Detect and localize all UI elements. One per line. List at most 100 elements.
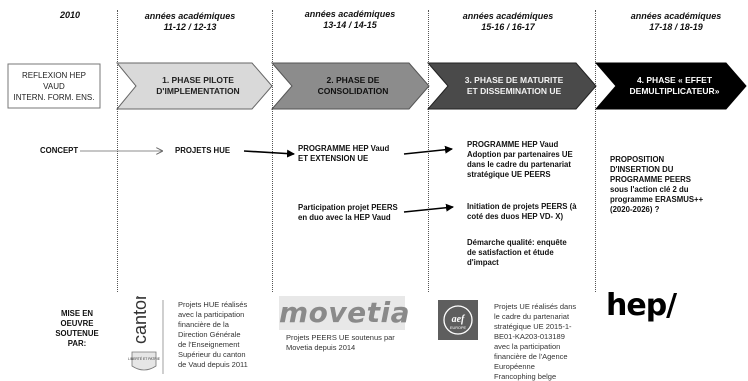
initiation-block: Initiation de projets PEERS (à coté des … <box>467 202 592 222</box>
arrow-hue-to-programme <box>243 149 295 158</box>
vaud-logo-motto: LIBERTÉ ET PATRIE <box>128 356 161 361</box>
aef-logo-small: EUROPE <box>450 326 467 330</box>
period-years: 15-16 / 16-17 <box>481 22 535 32</box>
text-line: Francophing belge <box>494 372 557 381</box>
text-line: financière de l'Agence <box>494 352 568 361</box>
vaud-text-block: Projets HUE réalisés avec la participati… <box>178 300 258 370</box>
text-line: ET EXTENSION UE <box>298 154 369 163</box>
period-years: 13-14 / 14-15 <box>323 20 377 30</box>
text-line: dans le cadre du partenariat <box>467 160 571 169</box>
text-line: Européenne <box>494 362 535 371</box>
text-line: Démarche qualité: enquête <box>467 238 567 247</box>
text-line: (2020-2026) ? <box>610 205 660 214</box>
phase-4-line: 4. PHASE « EFFET <box>636 75 713 85</box>
phase-2-arrow <box>270 62 430 110</box>
hep-logo: hep/ <box>606 288 677 323</box>
text-line: Direction Générale <box>178 330 241 339</box>
phase-1-line: 1. PHASE PILOTE <box>162 75 234 85</box>
phase-2-line: 2. PHASE DE <box>326 75 380 85</box>
aef-logo: aef EUROPE <box>438 300 478 340</box>
phase-reflexion-line: REFLEXION HEP <box>21 71 86 80</box>
vaud-logo-graphic: canton de vaud LIBERTÉ ET PATRIE <box>128 296 164 374</box>
period-years: 17-18 / 18-19 <box>649 22 703 32</box>
phase-1-label: 1. PHASE PILOTE D'IMPLEMENTATION <box>138 75 258 97</box>
text-line: financière de la <box>178 320 229 329</box>
phase-4-arrow <box>594 62 747 110</box>
phase-3-line: 3. PHASE DE MATURITE <box>464 75 564 85</box>
aef-text-block: Projets UE réalisés dans le cadre du par… <box>494 302 594 381</box>
phase-reflexion-label: REFLEXION HEP VAUD INTERN. FORM. ENS. <box>8 70 100 103</box>
text-line: sous l'action clé 2 du <box>610 185 689 194</box>
movetia-logo: movetia <box>279 296 411 330</box>
aef-logo-graphic: aef EUROPE <box>443 305 473 335</box>
text-line: Movetia depuis 2014 <box>286 343 356 352</box>
concept-label: CONCEPT <box>40 146 79 155</box>
text-line: MISE EN <box>60 309 94 318</box>
movetia-logo-text: movetia <box>279 296 411 329</box>
timeline-divider-4 <box>595 10 596 292</box>
participation-block: Participation projet PEERS en duo avec l… <box>298 203 408 223</box>
proposition-block: PROPOSITION D'INSERTION DU PROGRAMME PEE… <box>610 155 720 215</box>
text-line: programme ERASMUS++ <box>610 195 704 204</box>
adoption-block: PROGRAMME HEP Vaud Adoption par partenai… <box>467 140 592 180</box>
text-line: le cadre du partenariat <box>494 312 570 321</box>
text-line: stratégique UE 2015-1- <box>494 322 572 331</box>
canton-vaud-logo: canton de vaud LIBERTÉ ET PATRIE <box>126 296 164 376</box>
text-line: Projets PEERS UE soutenus par <box>286 333 395 342</box>
text-line: stratégique UE PEERS <box>467 170 551 179</box>
period-header-1: années académiques 11-12 / 12-13 <box>140 11 240 33</box>
text-line: de satisfaction et étude <box>467 248 554 257</box>
phase-4-label: 4. PHASE « EFFET DEMULTIPLICATEUR» <box>617 75 732 97</box>
period-label: années académiques <box>630 11 722 21</box>
phase-3-label: 3. PHASE DE MATURITE ET DISSEMINATION UE <box>449 75 579 97</box>
phase-reflexion-box <box>7 63 101 109</box>
soutien-label: MISE EN OEUVRE SOUTENUE PAR: <box>52 309 102 349</box>
text-line: Projets UE réalisés dans <box>494 302 577 311</box>
phase-4-line: DEMULTIPLICATEUR» <box>629 86 720 96</box>
period-label: années académiques <box>462 11 554 21</box>
text-line: D'INSERTION DU <box>610 165 674 174</box>
period-header-4: années académiques 17-18 / 18-19 <box>626 11 726 33</box>
text-line: Initiation de projets PEERS (à <box>467 202 577 211</box>
text-line: en duo avec la HEP Vaud <box>298 213 391 222</box>
text-line: Adoption par partenaires UE <box>467 150 573 159</box>
text-line: PROGRAMME HEP Vaud <box>298 144 390 153</box>
phase-2-label: 2. PHASE DE CONSOLIDATION <box>293 75 413 97</box>
phase-3-line: ET DISSEMINATION UE <box>466 86 562 96</box>
vaud-logo-text: canton de vaud <box>130 296 150 344</box>
text-line: PAR: <box>67 339 87 348</box>
timeline-divider-2 <box>272 10 273 292</box>
text-line: Participation projet PEERS <box>298 203 398 212</box>
programme-hep-block: PROGRAMME HEP Vaud ET EXTENSION UE <box>298 144 408 164</box>
phase-1-arrow <box>115 62 273 110</box>
phase-3-arrow <box>426 62 597 110</box>
text-line: de l'Enseignement <box>178 340 240 349</box>
aef-logo-text: aef <box>452 314 466 325</box>
text-line: PROGRAMME PEERS <box>610 175 692 184</box>
text-line: avec la participation <box>494 342 561 351</box>
period-header-3: années académiques 15-16 / 16-17 <box>458 11 558 33</box>
period-header-2: années académiques 13-14 / 14-15 <box>300 9 400 31</box>
text-line: Supérieur du canton <box>178 350 246 359</box>
year-2010: 2010 <box>59 10 81 20</box>
text-line: avec la participation <box>178 310 245 319</box>
movetia-text-block: Projets PEERS UE soutenus par Movetia de… <box>286 333 411 353</box>
text-line: OEUVRE <box>60 319 94 328</box>
phase-2-line: CONSOLIDATION <box>317 86 389 96</box>
phase-1-line: D'IMPLEMENTATION <box>156 86 240 96</box>
phase-reflexion-line: INTERN. FORM. ENS. <box>13 93 95 102</box>
period-years: 11-12 / 12-13 <box>163 22 217 32</box>
demarche-block: Démarche qualité: enquête de satisfactio… <box>467 238 592 268</box>
text-line: PROGRAMME HEP Vaud <box>467 140 559 149</box>
period-label: années académiques <box>144 11 236 21</box>
text-line: coté des duos HEP VD- X) <box>467 212 564 221</box>
arrow-participation-to-initiation <box>403 203 454 213</box>
text-line: Projets HUE réalisés <box>178 300 248 309</box>
period-label: années académiques <box>304 9 396 19</box>
text-line: SOUTENUE <box>55 329 99 338</box>
text-line: BE01-KA203-013189 <box>494 332 565 341</box>
text-line: PROPOSITION <box>610 155 665 164</box>
phase-reflexion-line: VAUD <box>43 82 65 91</box>
text-line: de Vaud depuis 2011 <box>178 360 248 369</box>
